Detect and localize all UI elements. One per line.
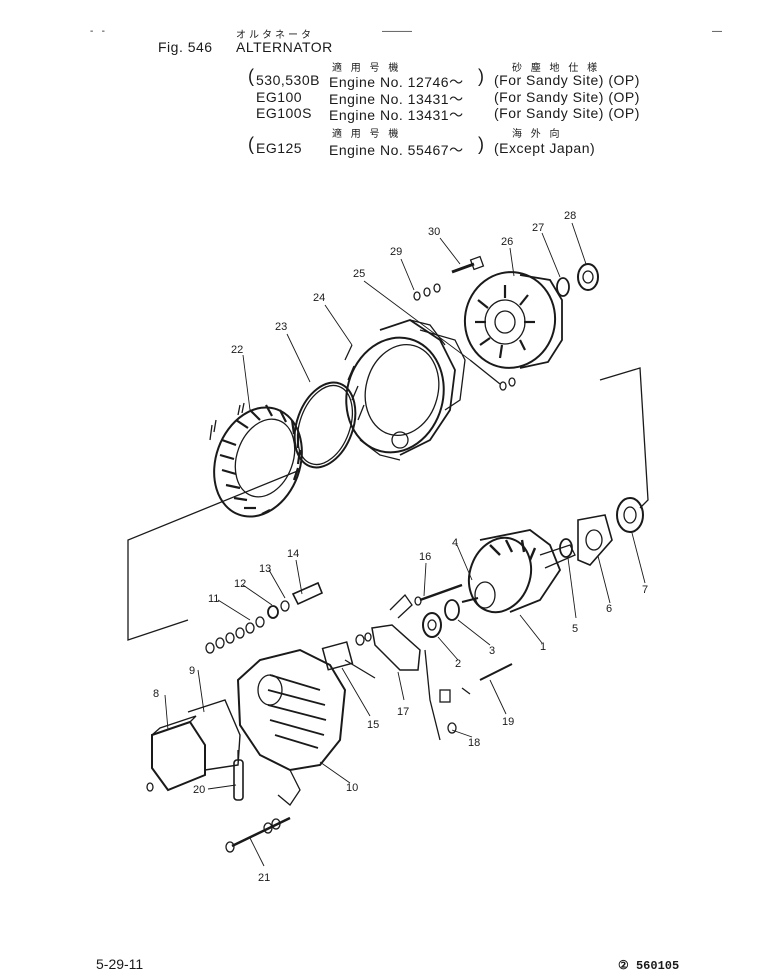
part-label-1: 1 [540,641,546,653]
applicable-models-jp-1: 適 用 号 機 [332,63,402,74]
washer-27 [556,277,570,297]
row3-model: EG100S [256,105,312,121]
part-label-24: 24 [313,292,325,304]
row2-model: EG100 [256,89,303,105]
washer-13 [280,600,290,612]
washers-11 [205,616,265,654]
rear-cover-10 [236,648,347,806]
bearing-7 [616,497,644,533]
part-label-11: 11 [208,593,219,605]
row2-engine: Engine No. 13431～ [329,91,464,107]
row2-note: (For Sandy Site) (OP) [494,89,640,105]
part-label-7: 7 [642,584,648,596]
part-label-30: 30 [428,226,440,238]
part-label-17: 17 [397,706,409,718]
regulator-8 [146,715,206,792]
part-label-25: 25 [353,268,365,280]
row4-note: (Except Japan) [494,140,596,156]
part-label-9: 9 [189,665,195,677]
sandy-spec-jp: 砂 塵 地 仕 様 [512,63,601,74]
row3-note: (For Sandy Site) (OP) [494,105,640,121]
dash-mark-right: — [712,26,722,37]
part-label-20: 20 [193,784,205,796]
guide-line-right [599,367,649,509]
front-housing-24 [344,319,456,461]
part-label-14: 14 [287,548,299,560]
part-label-27: 27 [532,222,544,234]
document-code: ② 560105 [618,959,680,973]
plate-6 [577,514,613,566]
bracket-right-1: ) [478,66,484,86]
figure-number: Fig. 546 [158,39,213,55]
row1-model: 530,530B [256,72,320,88]
part-label-18: 18 [468,737,480,749]
o-ring-23 [293,381,357,469]
part-label-29: 29 [390,246,402,258]
part-label-6: 6 [606,603,612,615]
part-label-5: 5 [572,623,578,635]
terminal-19 [461,663,513,695]
figure-title: ALTERNATOR [236,39,333,55]
spacer-3 [444,599,460,621]
part-label-21: 21 [258,872,270,884]
part-label-12: 12 [234,578,246,590]
bolt-16 [414,583,463,606]
guide-line-left [127,469,301,641]
bracket-left-1: ( [248,66,254,86]
title-japanese: オルタネータ [236,30,314,41]
part-label-2: 2 [455,658,461,670]
sleeve-14 [291,581,324,606]
dash-mark-center: ——— [382,26,412,37]
part-label-26: 26 [501,236,513,248]
part-label-13: 13 [259,563,271,575]
part-label-16: 16 [419,551,431,563]
brush-holder-15 [321,632,376,679]
terminal-18 [424,649,457,741]
row4-engine: Engine No. 55467～ [329,142,464,158]
bracket-17 [371,624,421,671]
bearing-28 [577,263,599,291]
part-label-10: 10 [346,782,358,794]
washers-29 [413,283,441,301]
bearing-2 [422,612,442,638]
bolt-21 [225,816,291,853]
dash-mark-left: - - [90,26,105,37]
row3-engine: Engine No. 13431～ [329,107,464,123]
bolt-30 [451,255,485,274]
part-label-28: 28 [564,210,576,222]
bracket-right-2: ) [478,134,484,154]
part-label-15: 15 [367,719,379,731]
cover-25 [419,329,466,411]
washer-5 [559,538,573,558]
part-label-22: 22 [231,344,243,356]
overseas-jp: 海 外 向 [512,129,563,140]
rear-housing-26 [463,271,563,369]
clip-upper [389,593,413,619]
applicable-models-jp-2: 適 用 号 機 [332,129,402,140]
row4-model: EG125 [256,140,303,156]
nut-12 [267,605,279,619]
row1-engine: Engine No. 12746～ [329,74,464,90]
rotor-1 [461,529,576,614]
small-screw-25b [469,359,516,391]
part-label-8: 8 [153,688,159,700]
page-number: 5-29-11 [96,956,144,972]
bracket-left-2: ( [248,134,254,154]
gasket-9 [187,699,241,771]
row1-note: (For Sandy Site) (OP) [494,72,640,88]
part-label-19: 19 [502,716,514,728]
pin-20 [233,750,244,801]
part-label-23: 23 [275,321,287,333]
part-label-3: 3 [489,645,495,657]
stator-22 [209,402,303,518]
part-label-4: 4 [452,537,458,549]
